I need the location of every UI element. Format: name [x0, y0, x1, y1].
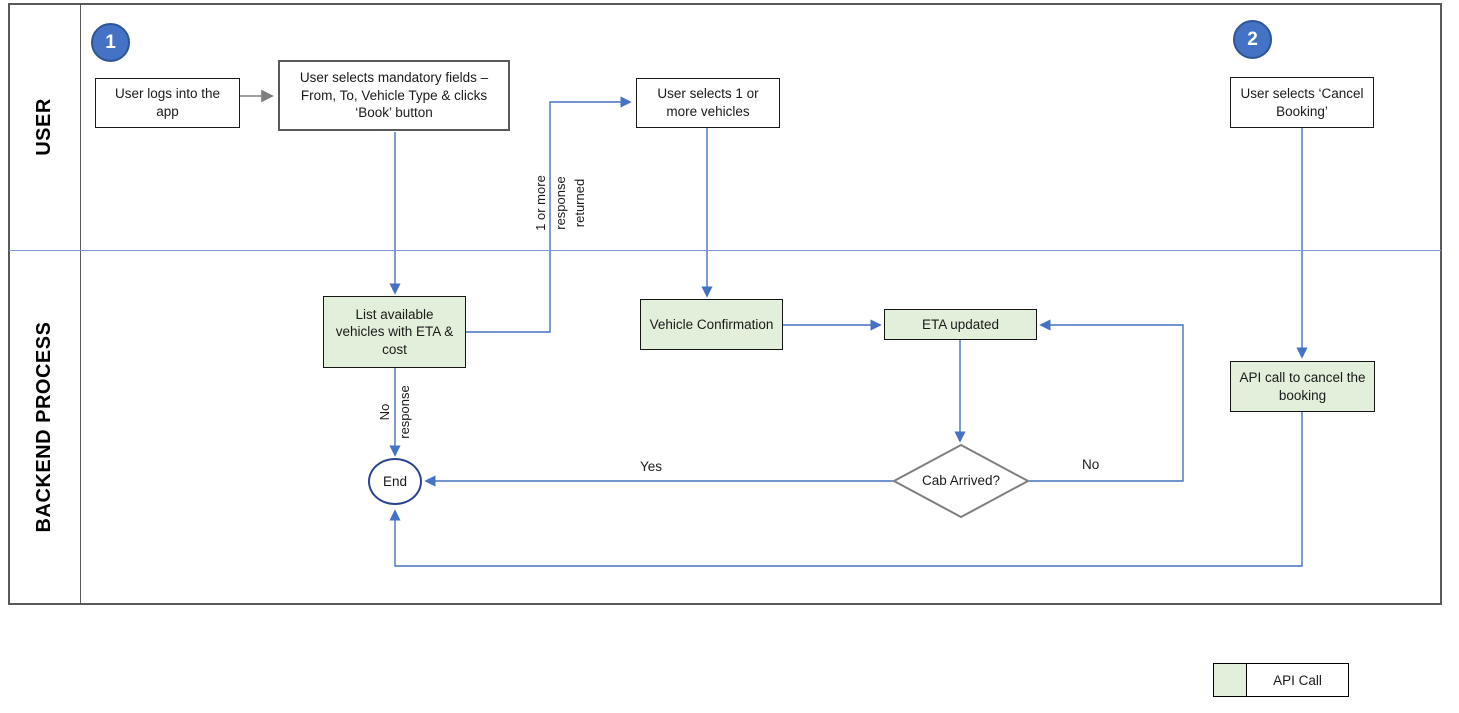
lane-label-backend: BACKEND PROCESS	[32, 321, 55, 533]
edge-label-one-or-more-response: 1 or more response returned	[533, 175, 587, 231]
node-mandatory-fields: User selects mandatory fields – From, To…	[278, 60, 510, 131]
swimlane-frame	[8, 3, 1442, 605]
lane-label-column-divider	[80, 3, 81, 605]
node-api-cancel-booking: API call to cancel the booking	[1230, 361, 1375, 412]
lane-divider	[9, 250, 1441, 251]
edge-label-no-response: No response	[377, 385, 412, 439]
node-user-login: User logs into the app	[95, 78, 240, 128]
legend-api-call-label: API Call	[1246, 663, 1349, 697]
node-eta-updated: ETA updated	[884, 309, 1037, 340]
legend-api-call-swatch	[1213, 663, 1247, 697]
edge-label-no: No	[1082, 457, 1100, 472]
lane-label-user: USER	[32, 98, 55, 156]
node-list-vehicles: List available vehicles with ETA & cost	[323, 296, 466, 368]
node-end-terminator: End	[368, 458, 422, 505]
decision-cab-arrived-label: Cab Arrived?	[921, 473, 1001, 489]
node-select-vehicles: User selects 1 or more vehicles	[636, 78, 780, 128]
step-badge-2: 2	[1233, 20, 1272, 59]
step-badge-1: 1	[91, 23, 130, 62]
edge-label-yes: Yes	[640, 459, 663, 474]
node-vehicle-confirmation: Vehicle Confirmation	[640, 299, 783, 350]
node-cancel-booking-select: User selects ‘Cancel Booking’	[1230, 77, 1374, 128]
